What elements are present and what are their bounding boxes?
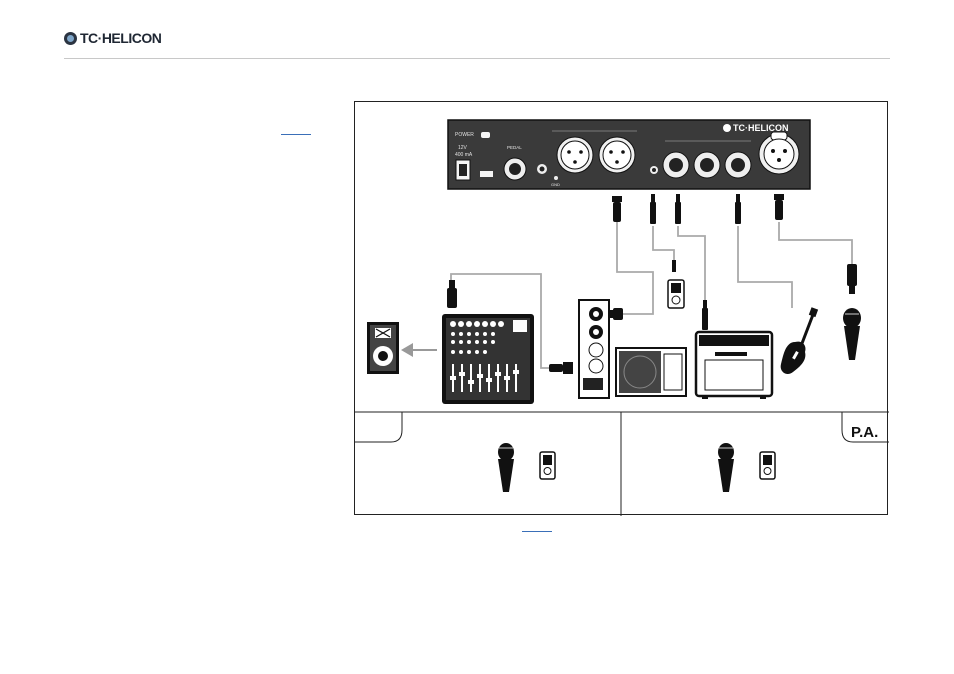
keyboard-amplifier-icon <box>616 348 686 396</box>
left-panel-microphone-icon <box>498 443 514 492</box>
left-panel-mp3-player-icon <box>540 452 555 479</box>
bottom-panels: P.A. <box>355 412 889 516</box>
signal-arrow-icon <box>401 343 437 357</box>
right-panel-mp3-player-icon <box>760 452 775 479</box>
lock-icon <box>481 132 490 138</box>
right-panel-microphone-icon <box>718 443 734 492</box>
power-label: POWER <box>455 132 474 138</box>
electric-guitar-icon <box>781 307 818 374</box>
connection-diagram: POWER 12V 400 mA PEDAL GND <box>354 101 888 515</box>
page-header: TC·HELICON <box>64 30 890 59</box>
audio-interface-icon <box>579 300 609 398</box>
pedal-label: PEDAL <box>507 145 522 150</box>
device-rear-panel: POWER 12V 400 mA PEDAL GND <box>448 120 810 189</box>
current-label: 400 mA <box>455 152 473 158</box>
pa-tab-label: P.A. <box>851 424 878 441</box>
gnd-label: GND <box>551 182 560 187</box>
voltage-label: 12V <box>458 145 468 151</box>
pa-speaker-icon <box>367 322 399 374</box>
mixing-console-icon <box>442 314 534 404</box>
reference-link-bottom[interactable] <box>522 531 552 532</box>
tc-helicon-logo: TC·HELICON <box>64 30 161 46</box>
reference-link-top[interactable] <box>281 134 311 135</box>
usb-port <box>480 171 493 177</box>
mp3-player-connected <box>668 260 684 308</box>
microphone-icon <box>843 308 861 360</box>
tc-helicon-logo-icon <box>64 32 77 45</box>
brand-name: TC·HELICON <box>80 30 161 46</box>
guitar-amplifier-icon <box>696 332 772 399</box>
brand-mark-icon <box>723 124 731 132</box>
diagram-svg: POWER 12V 400 mA PEDAL GND <box>355 102 889 516</box>
